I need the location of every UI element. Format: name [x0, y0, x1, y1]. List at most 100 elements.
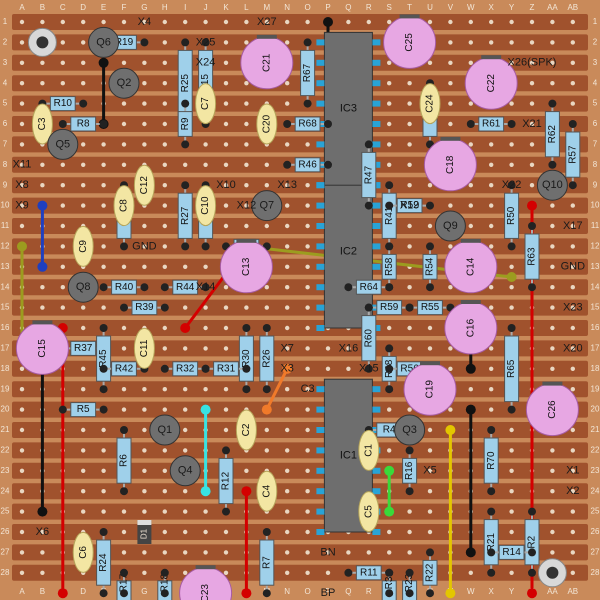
ic-pin [372, 325, 381, 331]
ecap-polarity-stripe [399, 14, 420, 19]
strip-hole [19, 529, 25, 535]
fcap-body [419, 83, 441, 125]
copper-strip [12, 136, 588, 153]
film-capacitor: C20 [256, 103, 278, 145]
row-number: 26 [591, 527, 600, 536]
row-number: 25 [1, 507, 10, 516]
resistor-body [376, 300, 403, 316]
resistor: R27 [177, 181, 193, 251]
resistor: R61 [466, 116, 516, 132]
resistor-label: R57 [567, 145, 578, 164]
column-letter: H [162, 3, 168, 12]
strip-hole [223, 162, 229, 167]
board-label: BN [320, 546, 335, 558]
film-capacitor: C9 [72, 225, 94, 267]
resistor-body [498, 544, 525, 560]
strip-hole [81, 468, 86, 473]
strip-hole [19, 121, 25, 127]
resistor-body [381, 253, 397, 280]
film-capacitor: C8 [113, 185, 135, 227]
strip-hole [223, 183, 229, 188]
strip-hole [285, 183, 290, 188]
transistor-body [67, 271, 99, 303]
transistor-body [394, 414, 426, 446]
strip-hole [101, 162, 106, 167]
strip-hole [264, 162, 269, 167]
resistor: R50 [504, 181, 520, 251]
strip-hole [509, 142, 514, 147]
resistor-body [70, 340, 97, 356]
strip-hole [264, 448, 269, 453]
strip-hole [448, 101, 453, 106]
strip-hole [101, 264, 106, 269]
resistor-body [49, 96, 76, 112]
ic-pin [316, 284, 325, 291]
row-number: 5 [3, 99, 8, 108]
ic-pin [316, 263, 325, 270]
column-letter: M [263, 3, 270, 12]
resistor-label: R61 [482, 119, 501, 130]
ic-pin [372, 488, 381, 495]
strip-hole [81, 366, 86, 371]
resistor-body [300, 49, 316, 97]
resistor-body [111, 361, 137, 377]
transistor-label: Q10 [542, 179, 563, 191]
strip-hole [570, 81, 575, 86]
resistor: R46 [283, 157, 332, 173]
resistor-label: R2 [527, 535, 538, 548]
resistor-pad [528, 283, 536, 292]
strip-hole [142, 264, 147, 269]
strip-hole [203, 305, 208, 310]
strip-hole [448, 346, 453, 351]
strip-hole [19, 366, 25, 371]
resistor-label: R52 [400, 200, 419, 211]
resistor-pad [262, 528, 271, 536]
row-number: 24 [591, 486, 600, 495]
strip-hole [19, 203, 25, 208]
ic-label: IC1 [340, 450, 357, 462]
resistor: R57 [565, 120, 581, 190]
board-label: X22 [502, 179, 522, 191]
resistor: R10 [38, 96, 88, 112]
transistor: Q9 [434, 210, 466, 242]
strip-hole [244, 223, 249, 229]
strip-hole [142, 448, 147, 453]
transistor-body [169, 455, 201, 487]
strip-hole [509, 570, 514, 575]
board-label: X7 [280, 342, 293, 354]
resistor: R65 [504, 324, 520, 414]
wire-end [200, 404, 211, 415]
strip-hole [366, 19, 371, 25]
jumper-wire [265, 368, 289, 411]
strip-hole [529, 162, 535, 167]
strip-hole [60, 81, 65, 86]
strip-hole [223, 550, 229, 555]
strip-hole [509, 101, 514, 106]
strip-hole [285, 81, 290, 86]
wire-end [445, 425, 456, 435]
row-number: 27 [1, 548, 10, 557]
column-letter: G [141, 3, 147, 12]
strip-hole [489, 244, 494, 249]
film-capacitor: C2 [235, 409, 257, 451]
board-label: X15 [359, 363, 379, 375]
resistor-label: R27 [180, 206, 191, 225]
row-number: 18 [1, 364, 10, 373]
strip-hole [509, 489, 514, 494]
strip-hole [19, 162, 25, 167]
strip-hole [489, 366, 494, 371]
resistor-pad [120, 589, 128, 598]
row-number: 6 [3, 119, 8, 128]
strip-hole [203, 162, 208, 167]
transistor-label: Q4 [178, 465, 193, 477]
resistor-pad [181, 181, 190, 190]
board-label: X26(SPK) [508, 57, 557, 69]
ecap-polarity-stripe [32, 320, 53, 325]
wire-end [465, 363, 476, 374]
board-label: X2 [566, 485, 579, 497]
strip-hole [407, 509, 412, 514]
strip-hole [81, 142, 86, 147]
resistor-body [259, 335, 275, 382]
row-number: 8 [3, 160, 8, 169]
strip-hole [101, 427, 106, 433]
